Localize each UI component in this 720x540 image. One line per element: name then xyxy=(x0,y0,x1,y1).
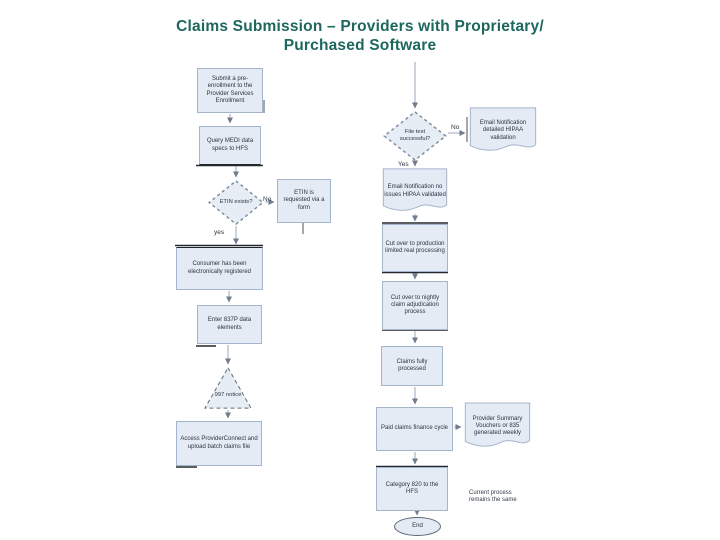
node-label: Cut over to production limited real proc… xyxy=(385,240,445,254)
document-shape xyxy=(464,402,531,449)
document-shape xyxy=(382,168,448,213)
node-label: Claims fully processed xyxy=(396,358,428,372)
flow-decision-etin-exists: ETIN exists? xyxy=(208,180,264,225)
diamond-shape xyxy=(208,180,264,225)
node-label: Enter 837P data elements xyxy=(207,317,252,331)
slide-title: Claims Submission – Providers with Propr… xyxy=(0,17,720,56)
flow-step-electronically-registered: Consumer has been electronically registe… xyxy=(176,247,263,290)
flow-step-upload-claims-file: Access ProviderConnect and upload batch … xyxy=(176,421,262,466)
slide-title-line2: Purchased Software xyxy=(283,37,437,55)
node-label: File test successful? xyxy=(399,129,431,142)
node-label: Access ProviderConnect and upload batch … xyxy=(180,436,258,450)
flow-note-current-process: Current process remains the same xyxy=(467,474,529,520)
flow-step-pre-enrollment: Submit a pre-enrollment to the Provider … xyxy=(197,68,263,113)
triangle-shape xyxy=(204,367,252,409)
diamond-shape xyxy=(383,111,447,161)
node-label: Current process remains the same xyxy=(469,489,517,503)
node-label: Email Notification no issues HIPAA valid… xyxy=(384,184,446,198)
node-label: Cut over to nightly claim adjudication p… xyxy=(390,294,440,316)
node-label: Category 820 to the HFS xyxy=(385,481,439,495)
flow-step-enter-837p-data: Enter 837P data elements xyxy=(197,305,262,344)
node-label: Email Notification detailed HIPAA valida… xyxy=(479,120,527,141)
slide-title-line1: Claims Submission – Providers with Propr… xyxy=(176,18,544,35)
node-label: ETIN exists? xyxy=(219,199,253,206)
node-label: End xyxy=(412,522,423,529)
flow-terminator-end: End xyxy=(394,517,441,536)
node-label: Consumer has been electronically registe… xyxy=(187,261,252,275)
flow-doc-hipaa-validation-errors: Email Notification detailed HIPAA valida… xyxy=(469,107,537,153)
flow-step-claims-fully-processed: Claims fully processed xyxy=(381,346,443,386)
edge-label-yes: Yes xyxy=(398,161,409,168)
node-label: Submit a pre-enrollment to the Provider … xyxy=(206,76,254,104)
flow-doc-hipaa-validated: Email Notification no issues HIPAA valid… xyxy=(382,168,448,213)
flow-decision-file-test: File test successful? xyxy=(383,111,447,161)
flow-doc-vouchers-835-weekly: Provider Summary Vouchers or 835 generat… xyxy=(464,402,531,449)
edge-label-yes: yes xyxy=(214,229,225,236)
flow-step-997-notice: 997 notice xyxy=(204,367,252,409)
flow-step-cutover-production: Cut over to production limited real proc… xyxy=(382,224,448,272)
edge-label-no: No xyxy=(263,196,272,203)
node-label: Paid claims finance cycle xyxy=(380,425,449,432)
flow-step-paid-claims-finance-cycle: Paid claims finance cycle xyxy=(376,407,453,451)
flow-step-cutover-nightly-adjudication: Cut over to nightly claim adjudication p… xyxy=(382,281,448,330)
flow-step-medi-data-specs: Query MEDI data specs to HFS xyxy=(199,126,261,165)
node-label: ETIN is requested via a form xyxy=(283,190,325,211)
node-label: Query MEDI data specs to HFS xyxy=(206,138,254,152)
flow-step-etin-requested: ETIN is requested via a form xyxy=(277,179,331,223)
node-label: 997 notice xyxy=(214,392,242,399)
node-label: Provider Summary Vouchers or 835 generat… xyxy=(472,415,523,437)
document-shape xyxy=(469,107,537,153)
flow-step-820-to-hfs: Category 820 to the HFS xyxy=(376,467,448,511)
edge-label-no: No xyxy=(451,124,460,131)
